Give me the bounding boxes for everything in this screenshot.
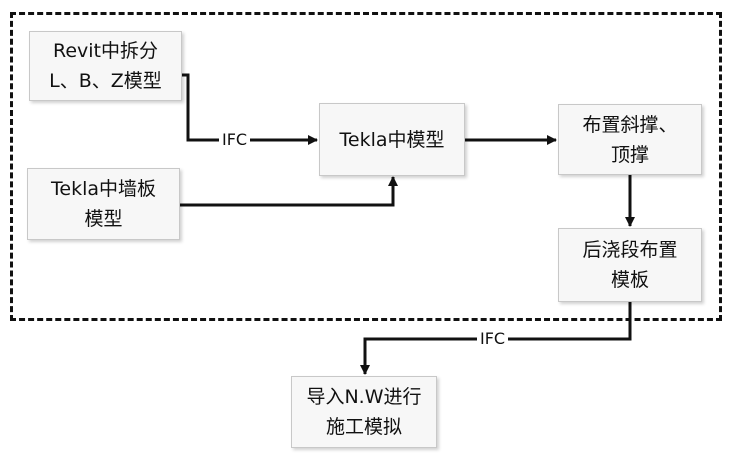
edge-wall-to-tekla	[180, 176, 398, 207]
node-arrange-braces: 布置斜撑、 顶撑	[558, 104, 702, 175]
node-tekla-wall-model: Tekla中墙板 模型	[27, 168, 180, 240]
node-import-nw-simulation: 导入N.W进行 施工模拟	[291, 376, 437, 448]
edge-label-ifc-bottom: IFC	[477, 329, 509, 349]
edge-label-ifc-top: IFC	[219, 130, 251, 150]
dashed-boundary	[10, 12, 722, 321]
node-revit-split: Revit中拆分 L、B、Z模型	[29, 31, 182, 101]
node-tekla-model: Tekla中模型	[319, 103, 465, 176]
node-post-pour-formwork: 后浇段布置 模板	[558, 228, 702, 302]
edge-revit-to-tekla	[182, 73, 318, 145]
